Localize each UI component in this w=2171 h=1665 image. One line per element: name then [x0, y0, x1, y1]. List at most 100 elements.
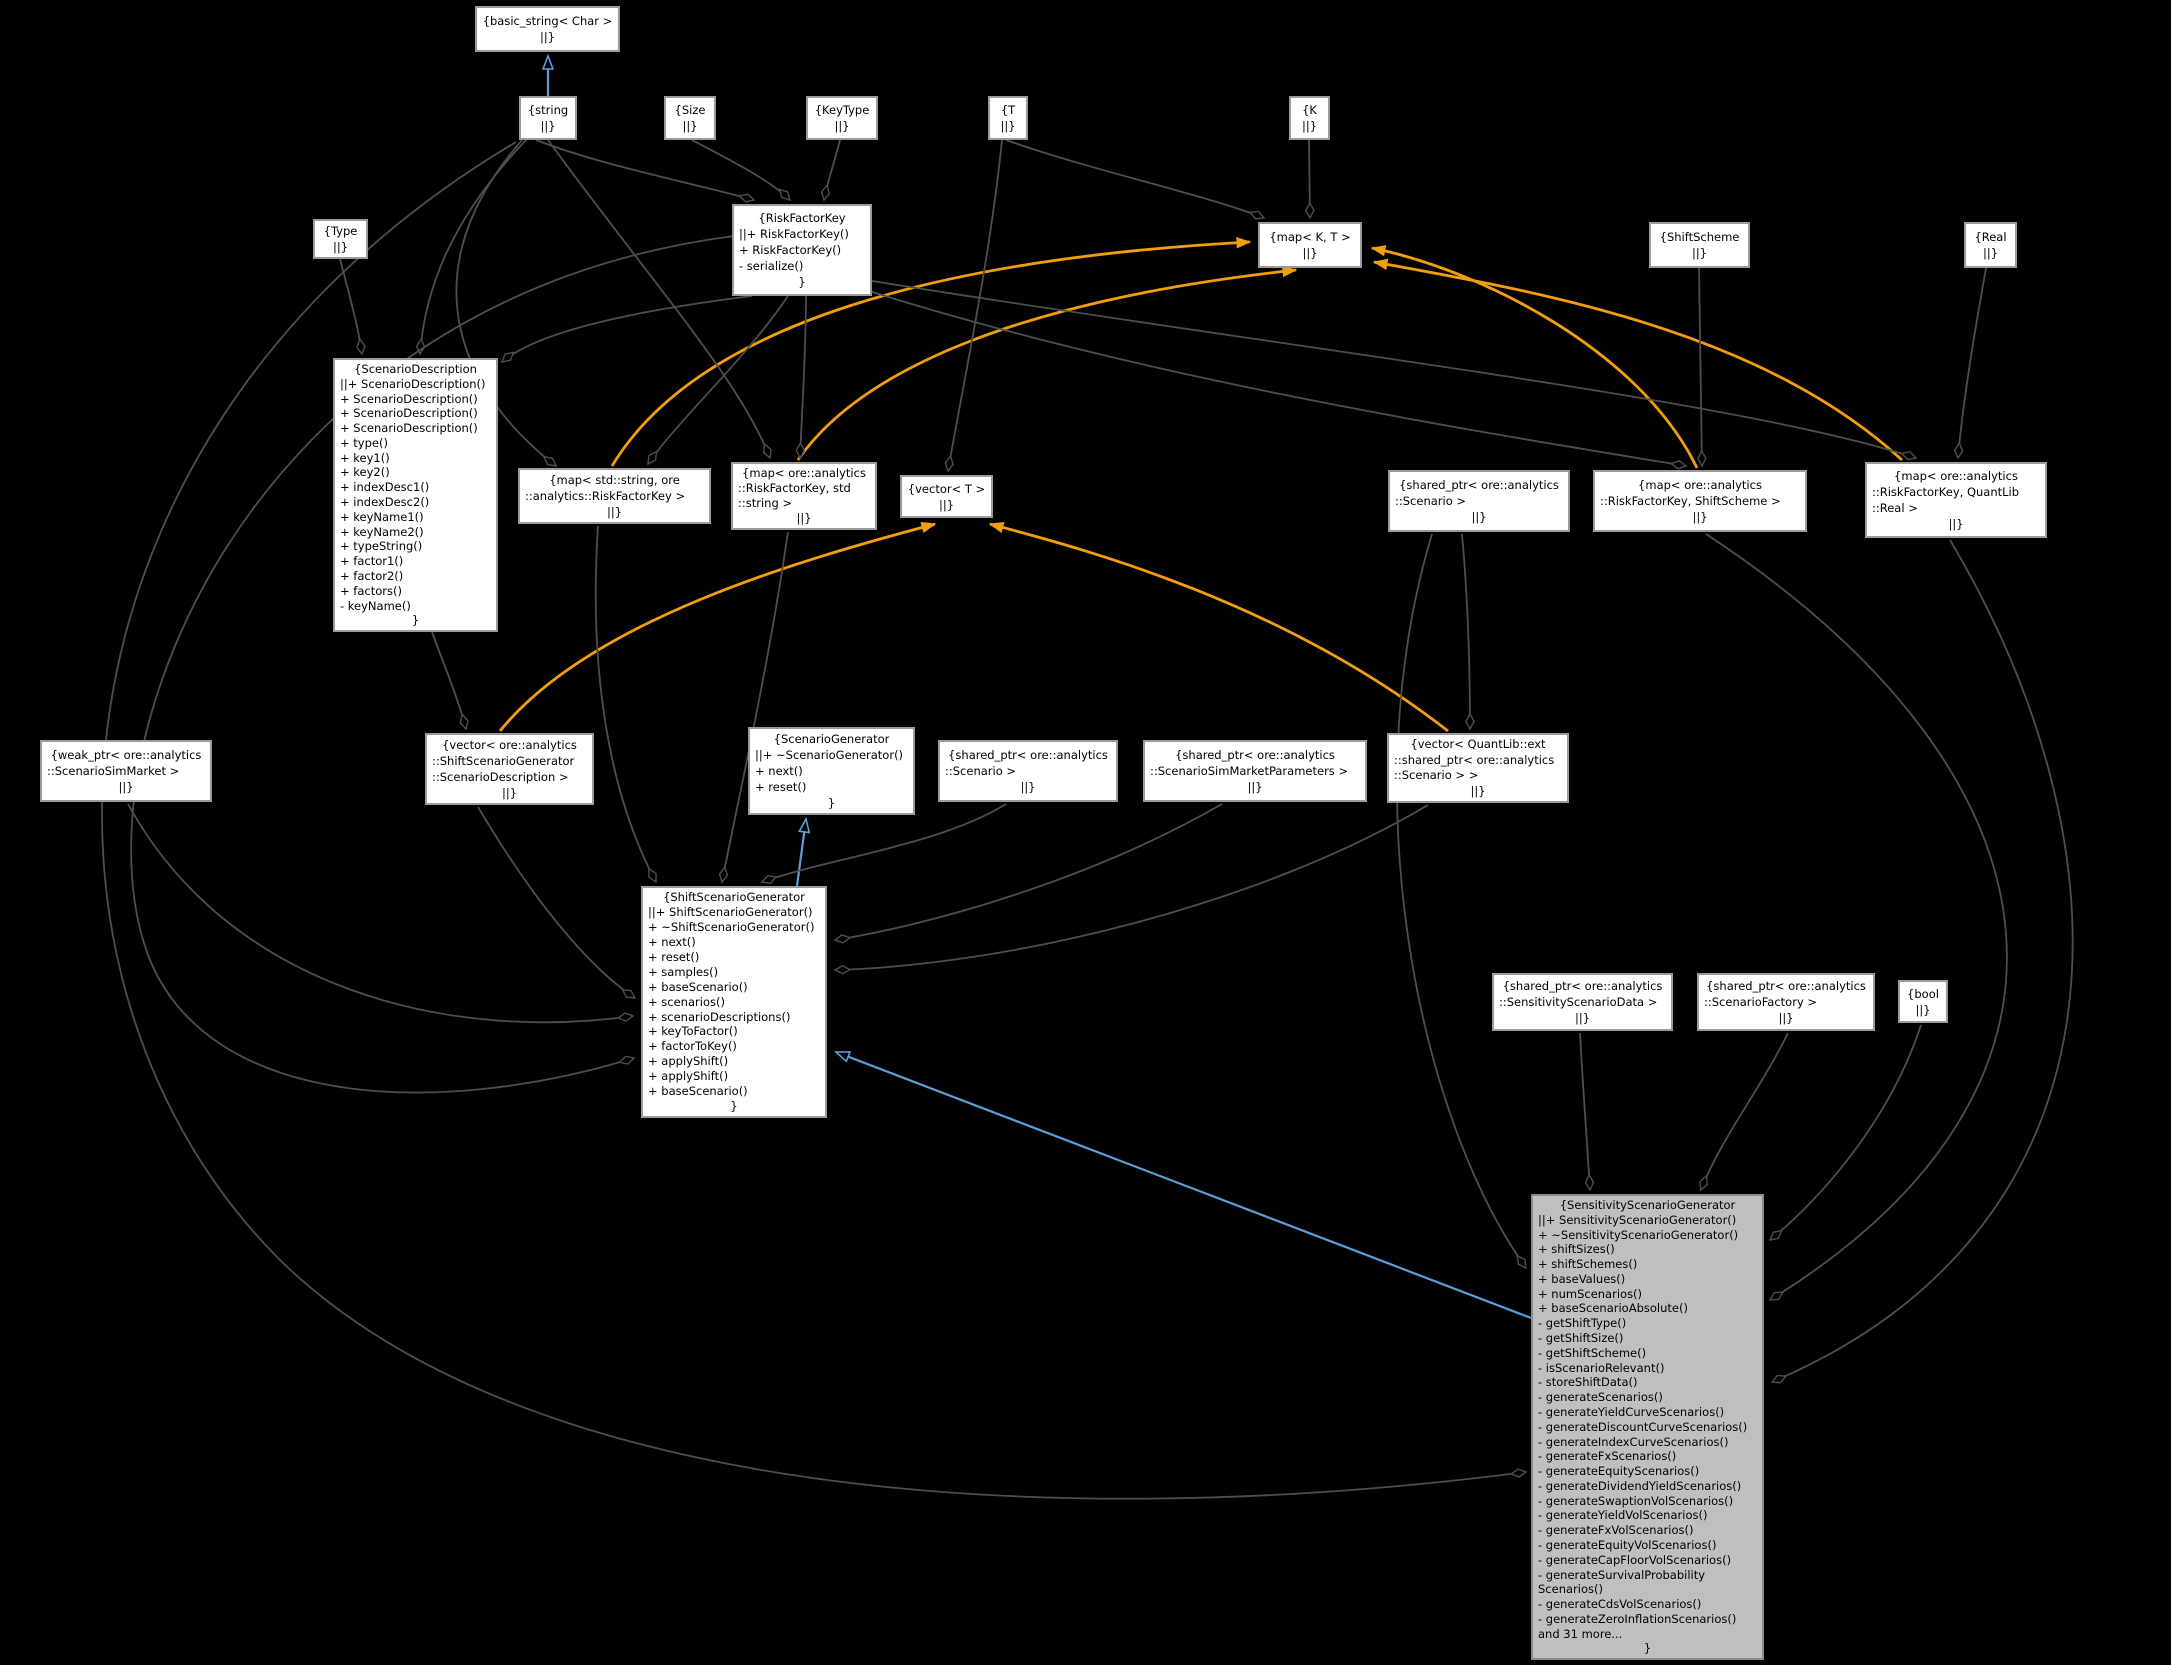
edge-map-string-rfk-to-shiftscenariogenerator — [594, 525, 657, 882]
edge-shiftscheme-to-map-rfk-shiftscheme — [1699, 267, 1702, 466]
node-sensitivityscenariogenerator-line: + baseScenarioAbsolute() — [1538, 1301, 1688, 1316]
node-shared-scenario-lower[interactable]: {shared_ptr< ore::analytics::Scenario >|… — [938, 740, 1118, 802]
node-keytype[interactable]: {KeyType||} — [806, 96, 878, 140]
node-shared-scenariofactory[interactable]: {shared_ptr< ore::analytics::ScenarioFac… — [1697, 973, 1875, 1031]
node-vector-t-line: ||} — [938, 497, 955, 512]
node-riskfactorkey[interactable]: {RiskFactorKey||+ RiskFactorKey()+ RiskF… — [732, 204, 872, 296]
node-sensitivityscenariogenerator-line: + shiftSizes() — [1538, 1242, 1615, 1257]
edge-t-to-map-k-t — [1005, 139, 1264, 218]
node-sensitivityscenariogenerator-line: - generateScenarios() — [1538, 1390, 1663, 1405]
node-basic-string-line: ||} — [539, 30, 556, 44]
edge-string-to-sensitivityscenariogenerator — [101, 141, 1526, 1500]
node-real[interactable]: {Real ||} — [1964, 222, 2017, 268]
edge-map-rfk-real-to-sensitivityscenariogenerator — [1772, 539, 2074, 1382]
edge-vector-shared-scenario-to-shiftscenariogenerator — [835, 804, 1429, 970]
node-vector-scenariodescription[interactable]: {vector< ore::analytics::ShiftScenarioGe… — [425, 733, 594, 805]
node-shiftscenariogenerator[interactable]: {ShiftScenarioGenerator||+ ShiftScenario… — [641, 886, 827, 1118]
node-scenariogenerator-line: {ScenarioGenerator — [773, 732, 890, 746]
node-sensitivityscenariogenerator-line: - generateDividendYieldScenarios() — [1538, 1478, 1742, 1493]
node-shared-scenario-upper[interactable]: {shared_ptr< ore::analytics::Scenario >|… — [1388, 470, 1570, 532]
node-shiftscheme[interactable]: {ShiftScheme||} — [1649, 222, 1750, 268]
node-scenariodescription[interactable]: {ScenarioDescription||+ ScenarioDescript… — [333, 358, 498, 632]
node-sensitivityscenariogenerator-line: - generateYieldCurveScenarios() — [1538, 1404, 1725, 1419]
edge-t-to-vector-t — [948, 139, 1003, 471]
edge-string-to-map-string-rfk — [455, 139, 556, 466]
edge-riskfactorkey-to-scenariodescription — [502, 295, 753, 362]
node-sensitivityscenariogenerator-line: - isScenarioRelevant() — [1538, 1360, 1665, 1375]
node-shiftscenariogenerator-line: + scenarios() — [648, 994, 725, 1009]
edge-keytype-to-riskfactorkey — [824, 139, 841, 200]
node-sensitivityscenariogenerator-line: - generateCdsVolScenarios() — [1538, 1597, 1702, 1612]
node-size-line: {Size — [674, 103, 706, 117]
node-shared-simmarketparams-line: ||} — [1247, 780, 1263, 794]
node-shared-sensitivityscenariodata-line: ::SensitivityScenarioData > — [1499, 995, 1658, 1009]
node-scenariogenerator[interactable]: {ScenarioGenerator||+ ~ScenarioGenerator… — [748, 727, 915, 815]
edge-vector-scenariodescription-to-vector-t — [498, 521, 937, 732]
node-k[interactable]: {K||} — [1289, 96, 1330, 140]
node-t-line: {T — [1000, 103, 1016, 117]
node-shared-scenariofactory-line: {shared_ptr< ore::analytics — [1706, 979, 1866, 993]
node-scenariodescription-line: ||+ ScenarioDescription() — [340, 376, 486, 391]
node-vector-shared-scenario-line: ||} — [1470, 783, 1486, 798]
edge-size-to-riskfactorkey — [691, 139, 790, 200]
node-real-line: {Real — [1974, 230, 2007, 244]
node-sensitivityscenariogenerator-line: - getShiftType() — [1538, 1316, 1627, 1331]
node-shared-scenario-lower-line: ||} — [1020, 780, 1036, 794]
node-weak-ptr-simmarket[interactable]: {weak_ptr< ore::analytics::ScenarioSimMa… — [40, 740, 212, 802]
node-map-rfk-string-line: ::string > — [738, 496, 793, 510]
node-shared-simmarketparams[interactable]: {shared_ptr< ore::analytics::ScenarioSim… — [1143, 740, 1367, 802]
node-keytype-line: ||} — [834, 119, 850, 133]
node-map-string-rfk-line: {map< std::string, ore — [549, 473, 680, 487]
node-vector-shared-scenario[interactable]: {vector< QuantLib::ext::shared_ptr< ore:… — [1387, 733, 1569, 803]
node-sensitivityscenariogenerator-line: + baseValues() — [1538, 1271, 1626, 1286]
node-sensitivityscenariogenerator[interactable]: {SensitivityScenarioGenerator||+ Sensiti… — [1531, 1194, 1764, 1660]
node-weak-ptr-simmarket-line: ::ScenarioSimMarket > — [47, 764, 180, 778]
node-shiftscenariogenerator-line: + baseScenario() — [648, 979, 748, 994]
node-map-rfk-real[interactable]: {map< ore::analytics::RiskFactorKey, Qua… — [1865, 462, 2047, 538]
node-scenariogenerator-line: + reset() — [755, 780, 807, 794]
node-riskfactorkey-line: {RiskFactorKey — [758, 211, 846, 225]
node-type[interactable]: {Type||} — [313, 219, 368, 259]
node-sensitivityscenariogenerator-line: - generateDiscountCurveScenarios() — [1538, 1419, 1748, 1434]
node-scenariodescription-line: {ScenarioDescription — [354, 362, 477, 376]
edge-map-rfk-string-to-map-k-t — [796, 265, 1298, 461]
node-basic-string-line: {basic_string< Char > — [482, 14, 613, 28]
node-basic-string[interactable]: {basic_string< Char > ||} — [475, 6, 620, 52]
node-scenariogenerator-line: } — [827, 796, 836, 810]
edge-map-string-rfk-to-map-k-t — [610, 237, 1252, 467]
node-sensitivityscenariogenerator-line: - generateSurvivalProbability — [1538, 1567, 1706, 1582]
node-sensitivityscenariogenerator-line: - storeShiftData() — [1538, 1375, 1638, 1390]
node-vector-t[interactable]: {vector< T >||} — [900, 475, 993, 518]
node-map-string-rfk[interactable]: {map< std::string, ore::analytics::RiskF… — [518, 468, 711, 524]
node-map-rfk-string[interactable]: {map< ore::analytics::RiskFactorKey, std… — [731, 462, 877, 530]
node-sensitivityscenariogenerator-line: - generateFxVolScenarios() — [1538, 1523, 1694, 1538]
edge-map-rfk-shiftscheme-to-map-k-t — [1370, 245, 1699, 469]
node-scenariodescription-line: - keyName() — [340, 598, 411, 613]
node-map-rfk-shiftscheme-line: ::RiskFactorKey, ShiftScheme > — [1600, 494, 1781, 508]
edge-vector-scenariodescription-to-shiftscenariogenerator — [477, 806, 635, 998]
node-riskfactorkey-line: ||+ RiskFactorKey() — [739, 227, 849, 241]
edge-riskfactorkey-to-map-rfk-real — [865, 279, 1916, 458]
node-bool[interactable]: {bool||} — [1898, 980, 1948, 1023]
edge-k-to-map-k-t — [1309, 139, 1310, 218]
node-map-k-t[interactable]: {map< K, T >||} — [1258, 222, 1362, 268]
node-k-line: ||} — [1301, 119, 1318, 133]
node-map-rfk-real-line: ::RiskFactorKey, QuantLib — [1872, 485, 2020, 499]
node-shiftscheme-line: {ShiftScheme — [1659, 230, 1740, 244]
node-map-rfk-string-line: ||} — [796, 511, 812, 525]
node-map-rfk-string-line: ::RiskFactorKey, std — [738, 481, 851, 495]
node-scenariodescription-line: } — [411, 613, 420, 628]
node-shared-scenario-upper-line: {shared_ptr< ore::analytics — [1399, 478, 1559, 492]
node-shared-simmarketparams-line: ::ScenarioSimMarketParameters > — [1150, 764, 1349, 778]
node-map-rfk-shiftscheme-line: ||} — [1692, 510, 1708, 524]
node-real-line: ||} — [1982, 246, 1999, 260]
node-t[interactable]: {T||} — [988, 96, 1028, 140]
node-sensitivityscenariogenerator-line: - getShiftScheme() — [1538, 1345, 1647, 1360]
node-size[interactable]: {Size||} — [664, 96, 716, 140]
node-sensitivityscenariogenerator-line: + numScenarios() — [1538, 1286, 1643, 1301]
node-shared-scenariofactory-line: ||} — [1778, 1011, 1794, 1025]
node-map-rfk-shiftscheme[interactable]: {map< ore::analytics::RiskFactorKey, Shi… — [1593, 470, 1807, 532]
node-string[interactable]: {string||} — [519, 96, 577, 140]
node-shared-sensitivityscenariodata[interactable]: {shared_ptr< ore::analytics::Sensitivity… — [1492, 973, 1673, 1031]
